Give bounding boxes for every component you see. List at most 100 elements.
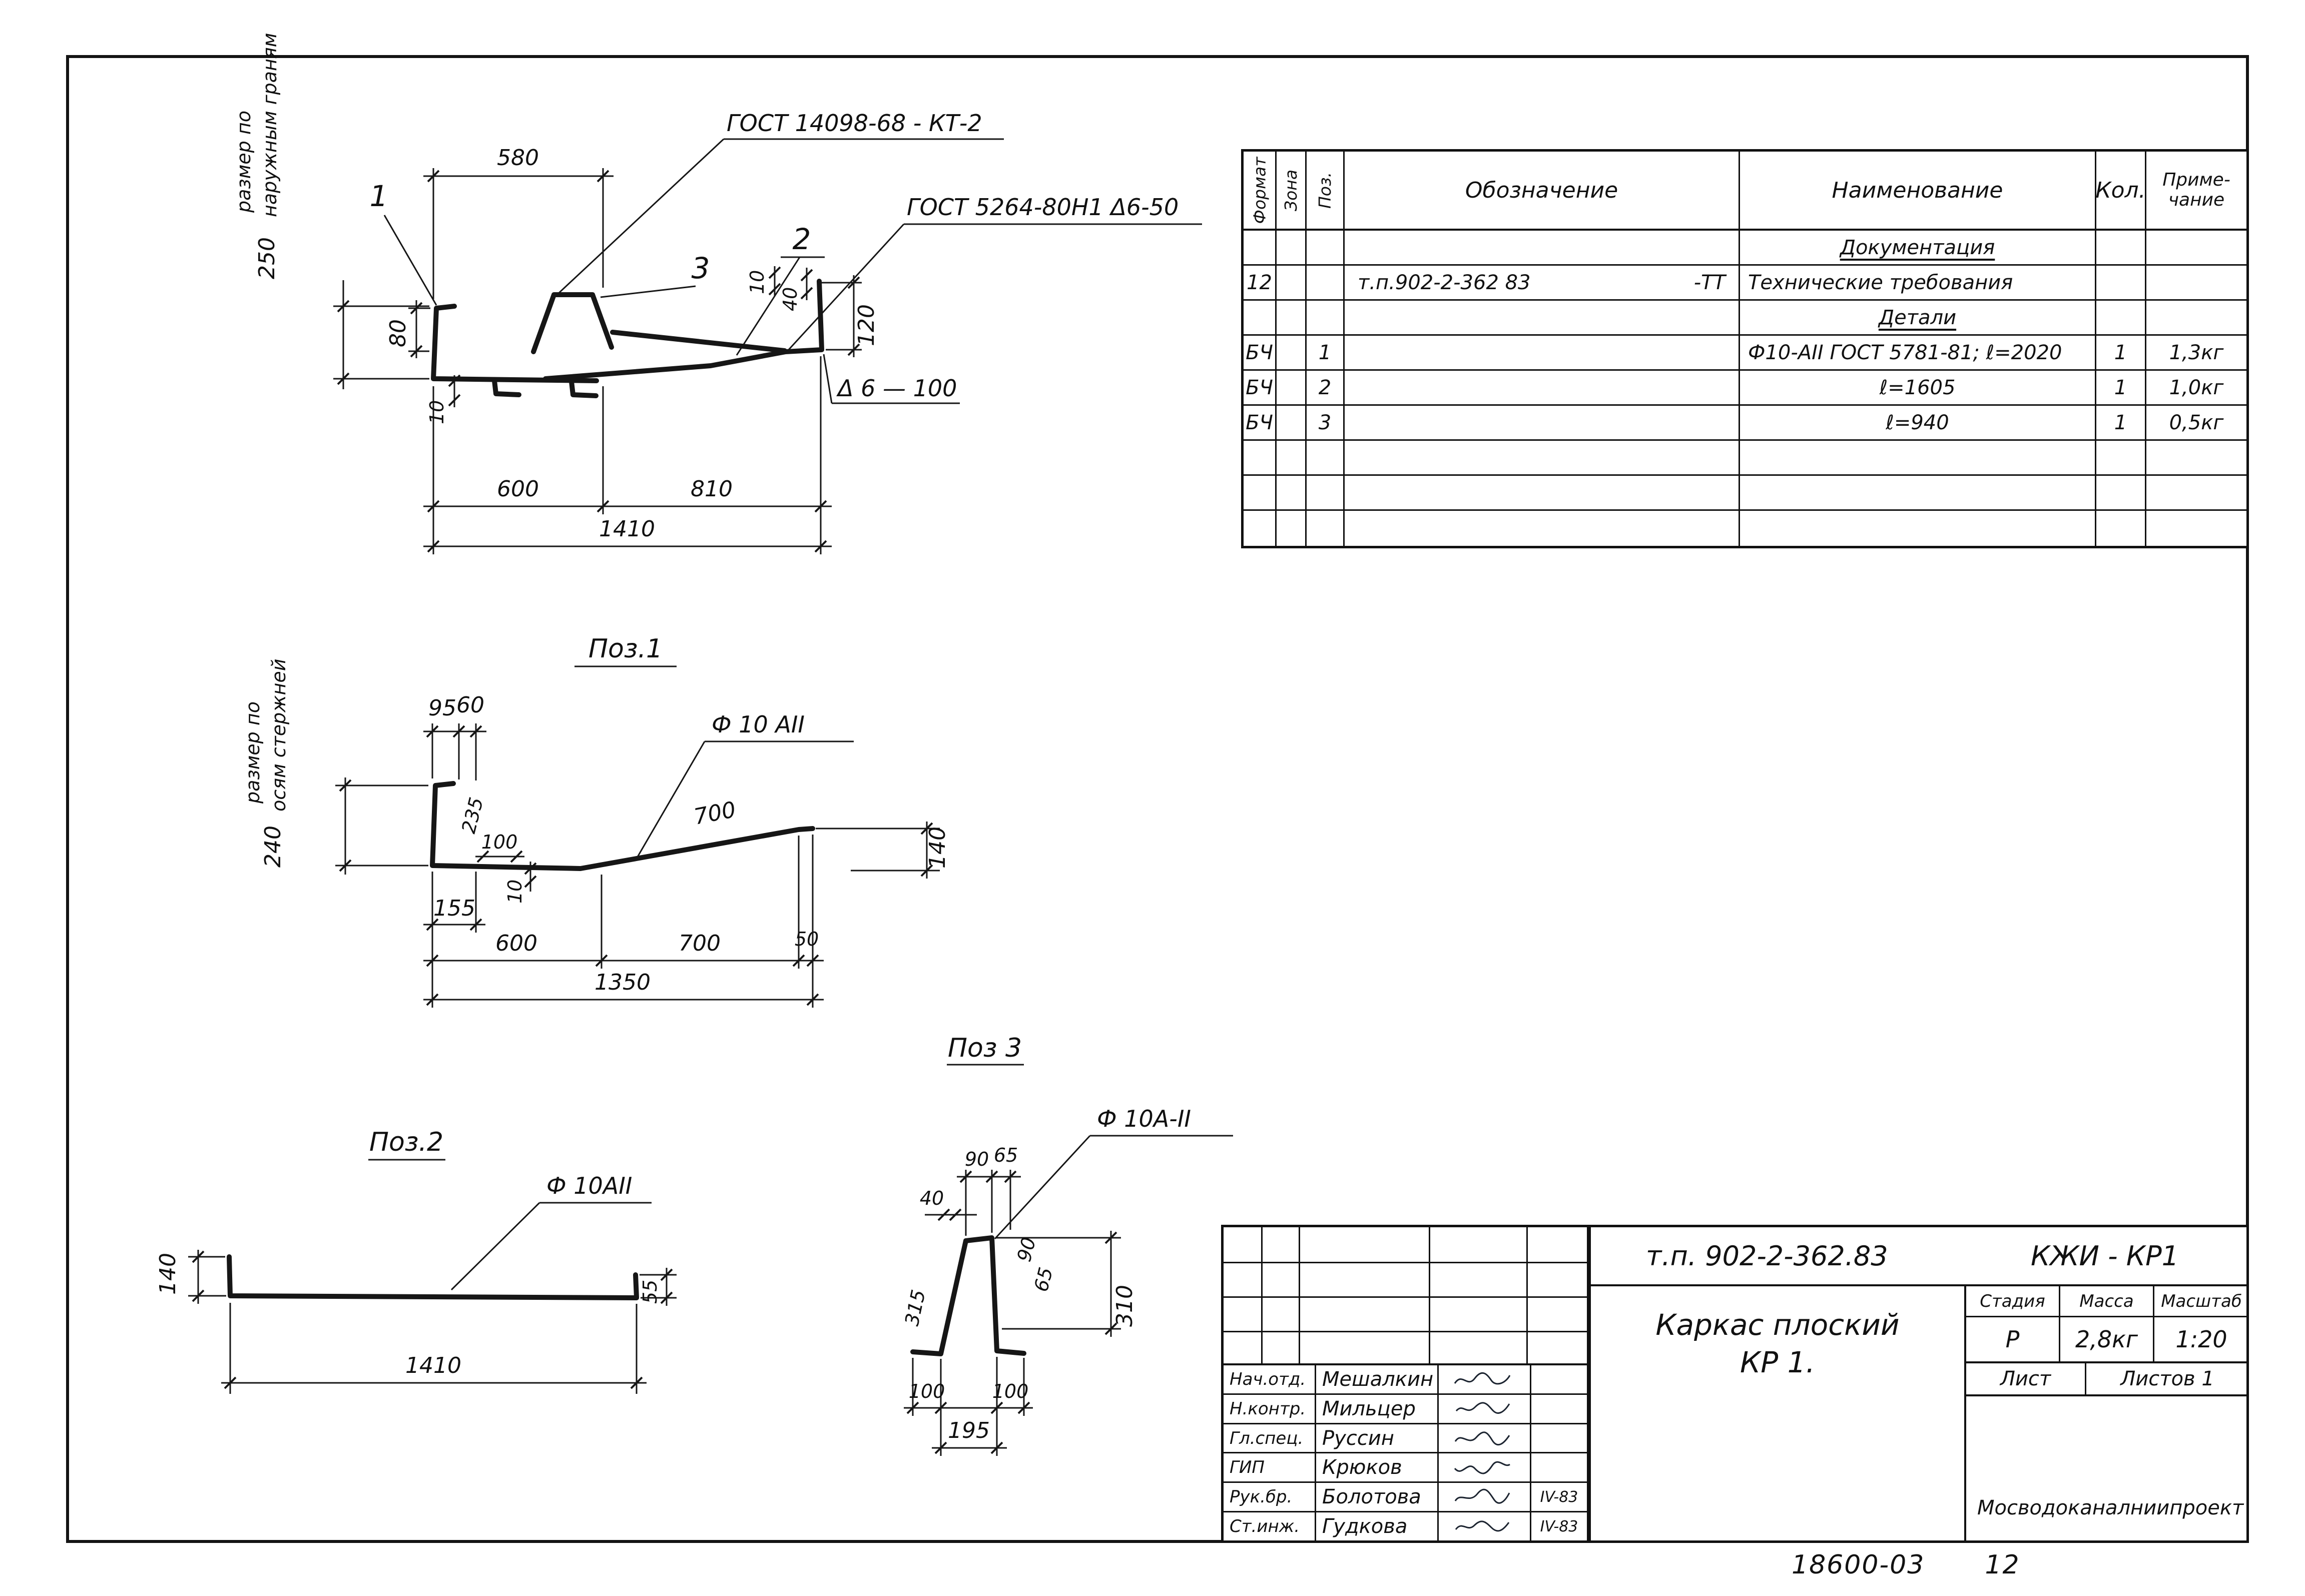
signature-scribble [1439, 1424, 1531, 1452]
signature-row: Н.контр. Мильцер [1224, 1394, 1587, 1424]
organization-name: Мосводоканалниипроект [1977, 1496, 2244, 1519]
spec-cell-pos: 2 [1307, 371, 1345, 404]
sheets-label: Листов 1 [2120, 1367, 2214, 1390]
spec-cell-format: 12 [1244, 266, 1277, 299]
spec-row-detail-2: БЧ 2 ℓ=1605 1 1,0кг [1244, 371, 2246, 406]
signature-date [1531, 1424, 1587, 1452]
spec-cell-name: ℓ=1605 [1740, 371, 2096, 404]
spec-cell-designation: т.п.902-2-362 83-ТТ [1345, 266, 1740, 299]
dim-65-side: 65 [1030, 1265, 1057, 1294]
spec-cell-pos: 3 [1307, 406, 1345, 439]
spec-header-name: Наименование [1740, 152, 2096, 229]
signature-name: Руссин [1316, 1424, 1439, 1452]
dim-60: 60 [456, 692, 484, 718]
weld-callout-top: ГОСТ 14098-68 - КТ-2 [727, 110, 982, 137]
dim-700: 700 [679, 931, 721, 956]
dim-1410: 1410 [405, 1353, 461, 1378]
pos3-bar-label: Ф 10А-II [1097, 1105, 1191, 1132]
sheet-frame [66, 55, 2249, 1543]
spec-header-zone: Зона [1277, 152, 1307, 229]
spec-header-qty: Кол. [2096, 152, 2146, 229]
spec-cell-format: БЧ [1244, 371, 1277, 404]
signature-row: Рук.бр. Болотова IV-83 [1224, 1483, 1587, 1513]
dim-40: 40 [920, 1187, 944, 1209]
dim-80: 80 [385, 319, 411, 347]
signature-name: Гудкова [1316, 1512, 1439, 1540]
position-marker-3: 3 [692, 251, 710, 285]
revision-table [1224, 1227, 1589, 1365]
stage-value: Р [1966, 1317, 2060, 1361]
outer-faces-note-1: размер по [233, 111, 255, 213]
signature-scribble [1439, 1483, 1531, 1511]
dim-95: 95 [428, 695, 456, 721]
pos2-bar-label: Ф 10АII [546, 1172, 632, 1199]
spec-cell-qty: 1 [2096, 336, 2146, 369]
pos2-view: Поз.2 Ф 10АII 140 55 1410 [155, 1127, 677, 1394]
axes-note-2: осям стержней [268, 659, 290, 812]
dim-1350: 1350 [595, 970, 651, 995]
bar-hook-b [569, 379, 599, 398]
spec-header-row: Формат Зона Поз. Обозначение Наименовани… [1244, 152, 2246, 231]
pos1-profile [430, 781, 815, 871]
signature-table: Нач.отд. Мешалкин Н.контр. Мильцер Гл.сп… [1224, 1365, 1589, 1540]
pos1-bar-label: Ф 10 АII [712, 711, 805, 738]
pos2-dimension-lines [188, 1159, 677, 1394]
weld-callout-side: ГОСТ 5264-80Н1 Δ6-50 [907, 194, 1179, 221]
signature-row: Гл.спец. Руссин [1224, 1424, 1587, 1454]
signature-role: Гл.спец. [1224, 1424, 1316, 1452]
title-block-right: т.п. 902-2-362.83 КЖИ - КР1 Каркас плоск… [1589, 1227, 2248, 1540]
pos3-view: Поз 3 Ф 10А-II 90 65 40 315 90 65 310 10… [901, 1033, 1233, 1456]
spec-row-empty [1244, 476, 2246, 511]
main-dimension-lines [333, 138, 1202, 554]
dim-55: 55 [639, 1280, 661, 1304]
position-marker-2: 2 [793, 222, 811, 256]
dim-700-slope: 700 [692, 797, 738, 830]
mass-value: 2,8кг [2060, 1317, 2154, 1361]
document-designation-row: т.п. 902-2-362.83 КЖИ - КР1 [1591, 1227, 2246, 1286]
spec-header-designation: Обозначение [1345, 152, 1740, 229]
signature-name: Болотова [1316, 1483, 1439, 1511]
dim-600: 600 [495, 931, 537, 956]
main-dimension-ticks [337, 170, 860, 553]
pos1-title: Поз.1 [589, 634, 663, 664]
signature-role: ГИП [1224, 1453, 1316, 1482]
dim-315: 315 [901, 1288, 930, 1328]
signature-name: Крюков [1316, 1453, 1439, 1482]
stage-mass-scale-values: Р 2,8кг 1:20 [1966, 1317, 2248, 1363]
spec-row-section-details: Детали [1244, 301, 2246, 336]
dim-100-right: 100 [992, 1380, 1029, 1402]
spec-row-section-documentation: Документация [1244, 231, 2246, 266]
spec-cell-qty: 1 [2096, 406, 2146, 439]
spec-cell-note: 1,3кг [2169, 341, 2224, 364]
signature-date: IV-83 [1540, 1517, 1578, 1535]
spec-row-detail-3: БЧ 3 ℓ=940 1 0,5кг [1244, 406, 2246, 441]
dim-195: 195 [948, 1418, 990, 1443]
dim-10-end: 10 [746, 270, 768, 294]
signature-role: Н.контр. [1224, 1394, 1316, 1423]
dim-90: 90 [965, 1148, 989, 1170]
sheet-label: Лист [1966, 1363, 2086, 1394]
spec-section-title: Документация [1740, 231, 2096, 264]
spec-cell-name: ℓ=940 [1740, 406, 2096, 439]
pos2-bar [227, 1254, 639, 1300]
footer-annotation: 18600-03 12 [1792, 1550, 2020, 1580]
signature-scribble [1439, 1453, 1531, 1482]
signature-date [1531, 1395, 1587, 1423]
spec-cell-name: Технические требования [1740, 266, 2096, 299]
main-profile [431, 279, 824, 398]
pos2-profile [227, 1254, 639, 1300]
signature-scribble [1439, 1394, 1531, 1423]
signature-role: Ст.инж. [1224, 1512, 1316, 1540]
spec-cell-qty: 1 [2096, 371, 2146, 404]
signature-row: Ст.инж. Гудкова IV-83 [1224, 1512, 1587, 1540]
main-view: 580 ГОСТ 14098-68 - КТ-2 ГОСТ 5264-80Н1 … [233, 33, 1202, 554]
spec-cell-pos: 1 [1307, 336, 1345, 369]
spec-row-empty [1244, 441, 2246, 476]
scale-label: Масштаб [2161, 1291, 2242, 1311]
weld-note: Δ 6 — 100 [836, 375, 957, 402]
dim-100: 100 [481, 831, 518, 853]
signature-date [1531, 1453, 1587, 1481]
signature-role: Рук.бр. [1224, 1483, 1316, 1511]
stage-mass-scale-headers: Стадия Масса Масштаб [1966, 1286, 2248, 1317]
